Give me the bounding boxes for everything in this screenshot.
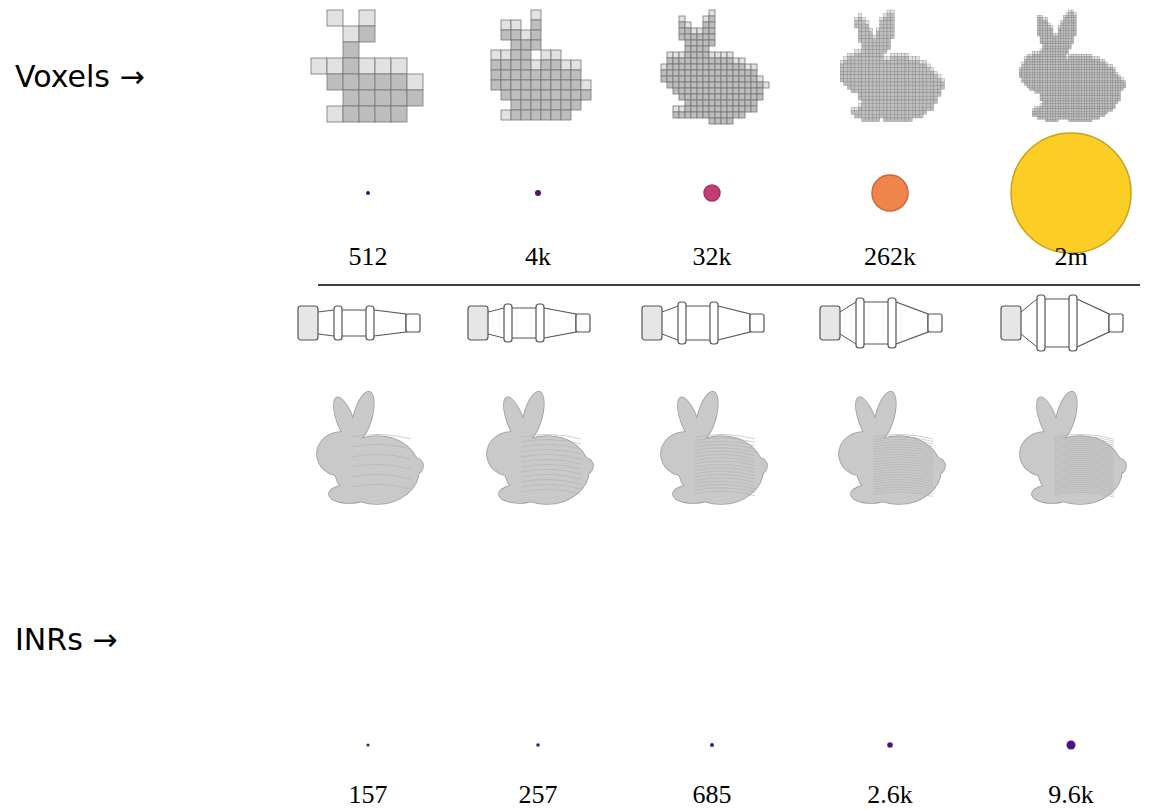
row-label: Voxels → [15, 62, 145, 92]
voxel-bunny [311, 10, 423, 122]
parameter-count: 9.6k [1048, 782, 1094, 808]
voxel-bunny [840, 10, 944, 122]
network-icon [820, 298, 942, 348]
inr-bunny [660, 389, 768, 505]
divider-line [318, 284, 1140, 286]
voxel-count: 262k [864, 244, 916, 270]
voxel-bunny [1019, 10, 1126, 122]
voxel-bunny [661, 10, 769, 124]
parameter-count: 2.6k [867, 782, 913, 808]
voxel-count: 32k [693, 244, 732, 270]
inr-bunny [486, 389, 594, 505]
row-label: INRs → [15, 625, 117, 655]
network-icon [298, 306, 420, 340]
parameter-count: 157 [349, 782, 388, 808]
voxel-bunny [491, 10, 591, 120]
network-icon [468, 304, 590, 342]
voxel-count: 2m [1054, 244, 1087, 270]
parameter-count: 257 [519, 782, 558, 808]
network-icon [1001, 295, 1123, 351]
bunny-illustrations [311, 10, 1127, 505]
parameter-count: 685 [693, 782, 732, 808]
voxel-count: 512 [349, 244, 388, 270]
network-icons [298, 295, 1123, 351]
inr-bunny [1019, 389, 1127, 505]
size-circles [366, 133, 1131, 750]
network-icon [642, 302, 764, 344]
inr-bunny [316, 389, 424, 505]
voxel-count: 4k [525, 244, 551, 270]
inr-bunny [838, 389, 946, 505]
